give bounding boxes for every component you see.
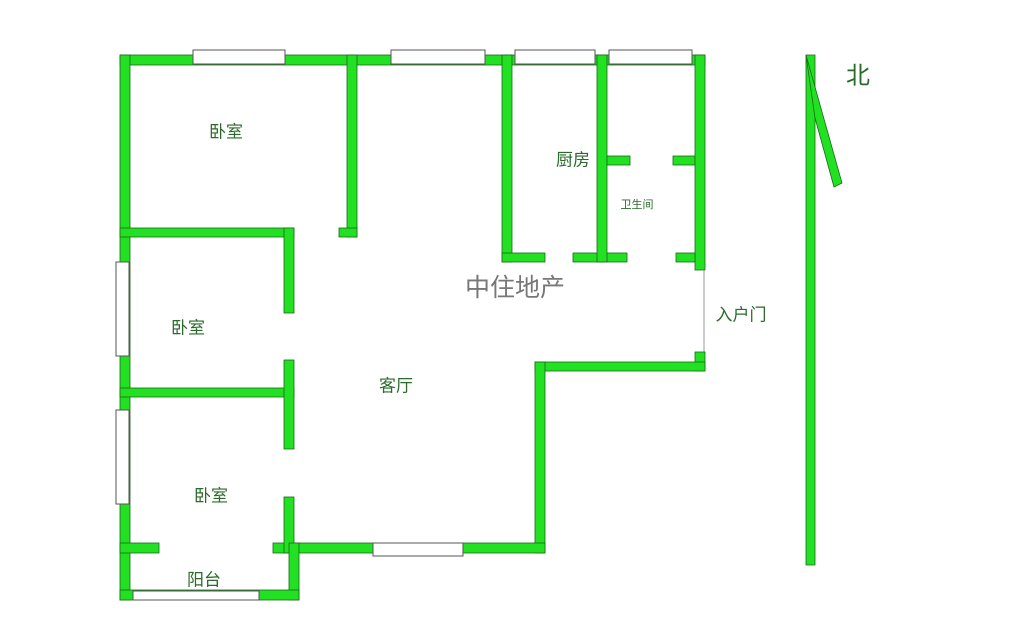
wall-kitchen-bottom-a (501, 252, 546, 263)
north-arrow-icon (805, 54, 843, 566)
wall-entry-bottom (534, 361, 706, 372)
room-label-bedroom: 卧室 (209, 122, 243, 143)
window (514, 49, 596, 65)
wall-kitchen-bath (596, 54, 608, 263)
north-label: 北 (846, 61, 870, 90)
wall-bedroom1-right (346, 54, 358, 238)
wall-balcony-left (119, 542, 160, 554)
wall-stub (283, 227, 295, 314)
wall-bath-bottom (675, 252, 696, 263)
wall-foot (338, 227, 358, 238)
room-label-living-room: 客厅 (379, 376, 413, 397)
wall-bedroom1-bottom (119, 227, 295, 238)
room-label-balcony: 阳台 (187, 570, 221, 591)
walls (119, 54, 706, 601)
room-label-kitchen: 厨房 (556, 150, 590, 171)
window (115, 409, 130, 505)
wall-bath-right (694, 54, 706, 271)
wall-stub-mid (283, 359, 295, 450)
window (115, 261, 130, 357)
wall-living-right (534, 361, 546, 554)
window (192, 49, 286, 65)
wall-bedroom-divider (119, 387, 295, 398)
wall-bath-stub-b (672, 155, 696, 166)
entrance-label: 入户门 (715, 305, 767, 326)
window (390, 49, 486, 65)
wall-kitchen-left (501, 54, 513, 263)
wall-bath-stub-a (606, 155, 631, 166)
room-label-bathroom: 卫生间 (620, 198, 654, 211)
watermark: 中住地产 (464, 273, 566, 302)
room-label-bedroom: 卧室 (171, 318, 205, 339)
windows (115, 49, 693, 601)
room-label-bedroom: 卧室 (194, 486, 228, 507)
window (132, 590, 260, 601)
window (372, 542, 464, 557)
window (608, 49, 693, 65)
